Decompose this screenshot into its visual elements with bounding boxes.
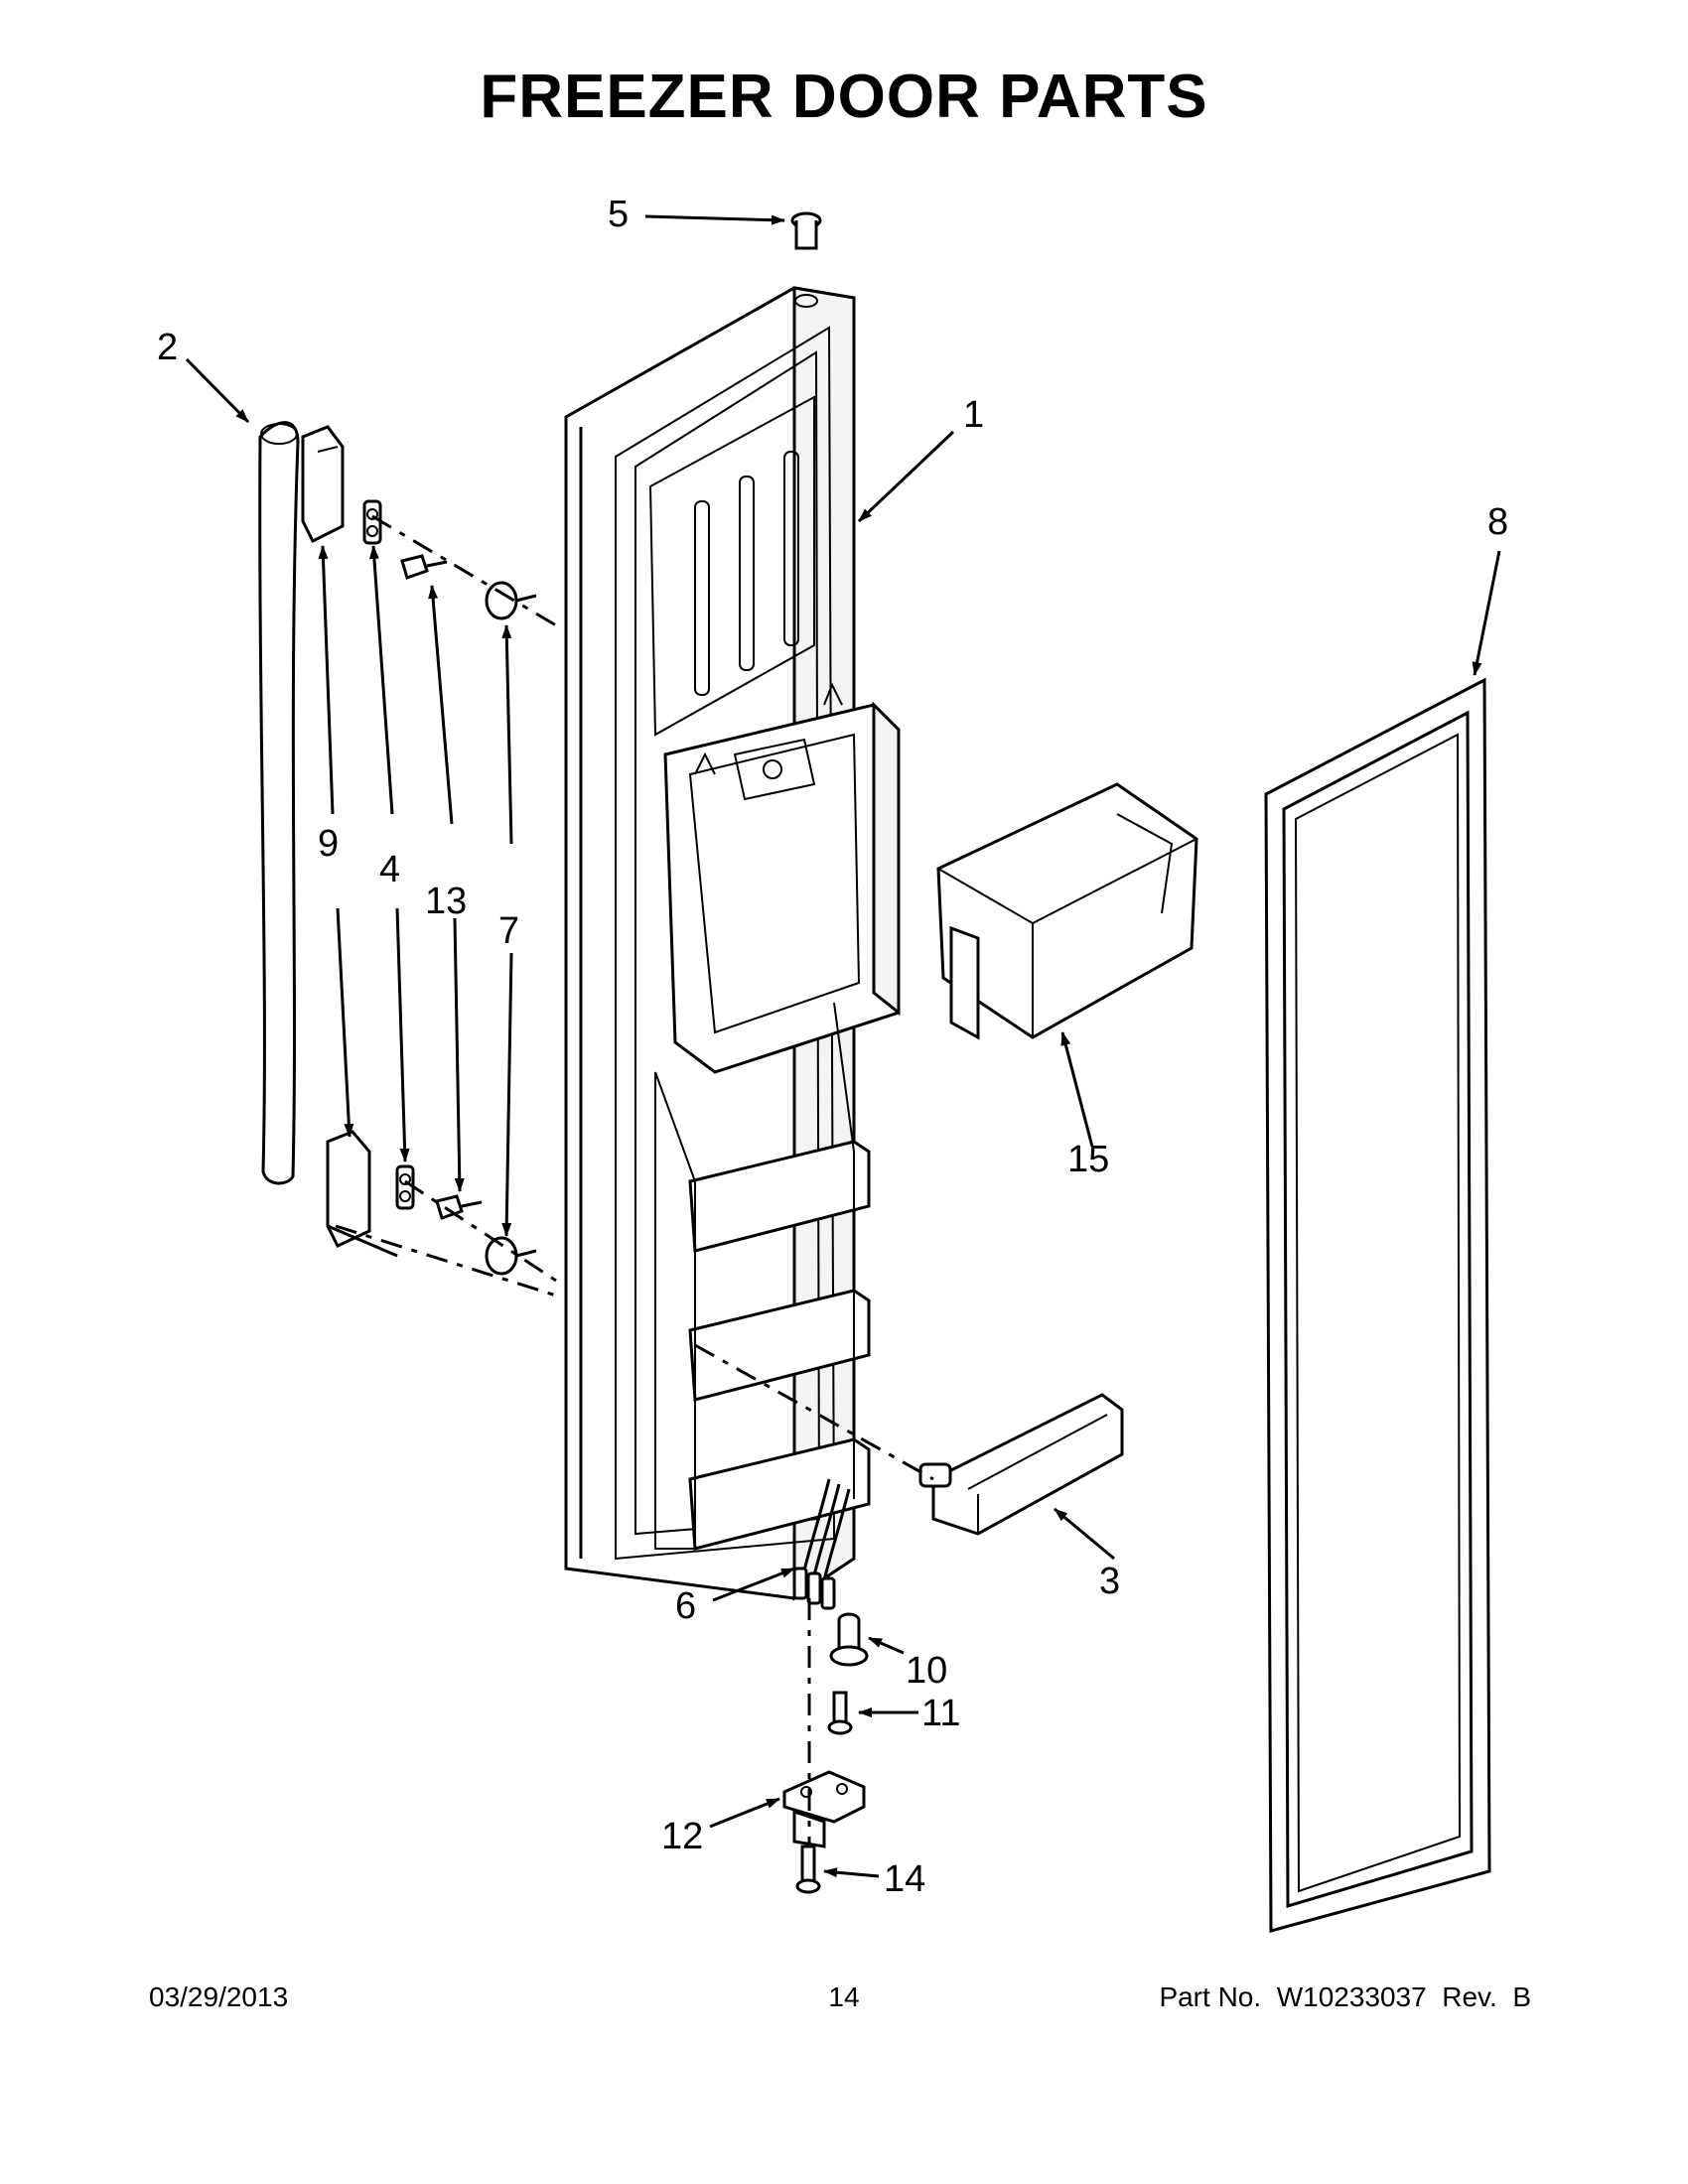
lower-hinge-bracket [782, 1770, 866, 1848]
door-gasket [1264, 677, 1491, 1933]
callout-8: 8 [1487, 501, 1508, 543]
handle-stud-top [485, 581, 537, 620]
callout-11: 11 [921, 1693, 960, 1734]
callout-9: 9 [318, 823, 339, 865]
callout-12: 12 [661, 1816, 703, 1857]
door-handle [258, 421, 300, 1185]
callout-10: 10 [906, 1650, 947, 1692]
handle-screw-top [400, 554, 448, 580]
ice-bin [936, 782, 1198, 1040]
callout-15: 15 [1067, 1139, 1109, 1180]
handle-end-cap-bottom [326, 1130, 398, 1258]
callout-3: 3 [1099, 1561, 1120, 1602]
callout-6: 6 [675, 1585, 696, 1627]
hinge-bracket-screw [795, 1844, 821, 1894]
handle-screw-bottom [435, 1194, 483, 1220]
freezer-door-panel [564, 286, 901, 1601]
callout-2: 2 [157, 327, 178, 368]
callout-4: 4 [379, 849, 400, 890]
callout-5: 5 [608, 194, 629, 235]
callout-7: 7 [498, 910, 519, 952]
handle-bracket-top [362, 499, 382, 545]
door-top-plug [790, 211, 822, 308]
callout-13: 13 [425, 881, 467, 922]
handle-end-cap-top [301, 425, 345, 544]
footer-page-number: 14 [828, 1981, 860, 2012]
page-title: FREEZER DOOR PARTS [480, 63, 1208, 131]
handle-stud-bottom [485, 1236, 537, 1276]
wiring-harness [792, 1478, 851, 1610]
hinge-pin [829, 1612, 869, 1667]
hinge-pin-screw [827, 1691, 853, 1735]
handle-bracket-bottom [395, 1164, 415, 1210]
footer-date: 03/29/2013 [149, 1981, 289, 2012]
callout-1: 1 [963, 394, 984, 436]
door-bin [918, 1393, 1124, 1536]
footer-part-number: Part No. W10233037 Rev. B [1159, 1981, 1531, 2012]
callout-14: 14 [884, 1858, 925, 1900]
